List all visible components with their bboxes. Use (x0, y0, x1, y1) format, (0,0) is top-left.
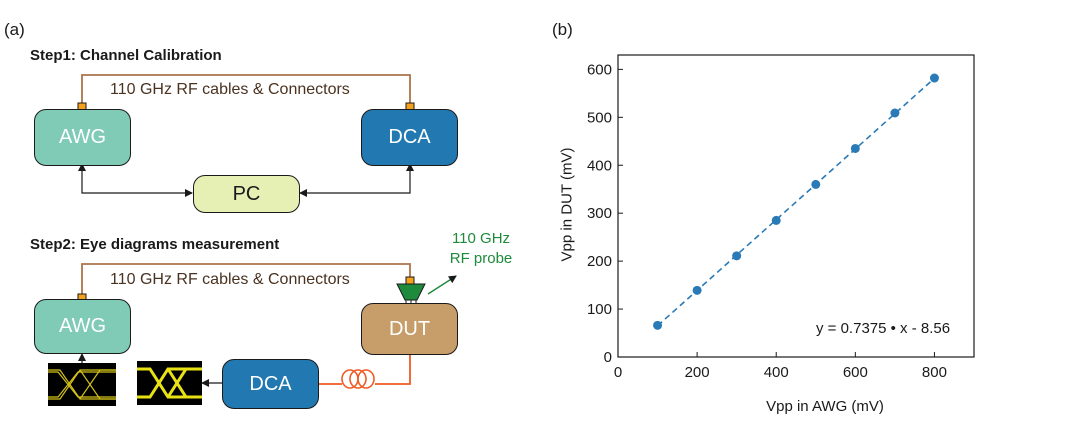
x-tick-label: 400 (764, 364, 789, 381)
panel-a-label: (a) (4, 20, 25, 39)
y-axis-title: Vpp in DUT (mV) (558, 147, 576, 262)
eye-diagram-awg (48, 363, 116, 406)
data-point (890, 108, 900, 118)
y-tick-label: 600 (587, 61, 612, 78)
eye-diagram-dca (137, 361, 202, 405)
rf-probe-label: 110 GHz RF probe (446, 229, 516, 269)
x-tick-label: 800 (922, 364, 947, 381)
rf-probe (396, 283, 426, 301)
x-tick-label: 0 (614, 364, 622, 381)
rf-probe-label-line1: 110 GHz (451, 230, 511, 247)
data-point (929, 73, 939, 83)
y-tick-label: 300 (587, 205, 612, 222)
y-tick-label: 100 (587, 301, 612, 318)
pc-box: PC (193, 175, 300, 213)
link-awg-pc (78, 163, 193, 197)
step2-title: Step2: Eye diagrams measurement (30, 236, 280, 253)
cable-label-step2: 110 GHz RF cables & Connectors (110, 271, 350, 288)
awg-box-step1: AWG (34, 109, 131, 166)
awg-box-step2: AWG (34, 299, 131, 354)
data-point (771, 215, 781, 225)
probe-pointer (427, 275, 457, 295)
link-pc-dca (299, 163, 414, 197)
dca-box-step2: DCA (222, 359, 319, 409)
rf-cable-step1 (81, 74, 411, 108)
fiber-link (375, 354, 411, 385)
data-point (692, 285, 702, 295)
data-point (732, 251, 742, 261)
dut-box: DUT (361, 303, 458, 355)
step1-title: Step1: Channel Calibration (30, 47, 222, 64)
fit-equation: y = 0.7375 • x - 8.56 (816, 320, 951, 337)
y-tick-label: 500 (587, 109, 612, 126)
y-tick-label: 400 (587, 157, 612, 174)
fiber-coil (341, 369, 375, 389)
dca-box-step1: DCA (361, 109, 458, 166)
x-tick-label: 200 (685, 364, 710, 381)
rf-probe-label-line2: RF probe (449, 250, 513, 267)
y-tick-label: 0 (604, 349, 612, 366)
panel-b-label: (b) (552, 20, 573, 39)
y-tick-label: 200 (587, 253, 612, 270)
fit-line (657, 77, 935, 327)
x-tick-label: 600 (843, 364, 868, 381)
data-point (850, 143, 860, 153)
data-point (653, 320, 663, 330)
cable-label-step1: 110 GHz RF cables & Connectors (110, 81, 350, 98)
x-axis-title: Vpp in AWG (mV) (766, 398, 884, 415)
data-point (811, 179, 821, 189)
plot-frame (617, 54, 975, 358)
rf-cable-step2 (81, 263, 411, 297)
